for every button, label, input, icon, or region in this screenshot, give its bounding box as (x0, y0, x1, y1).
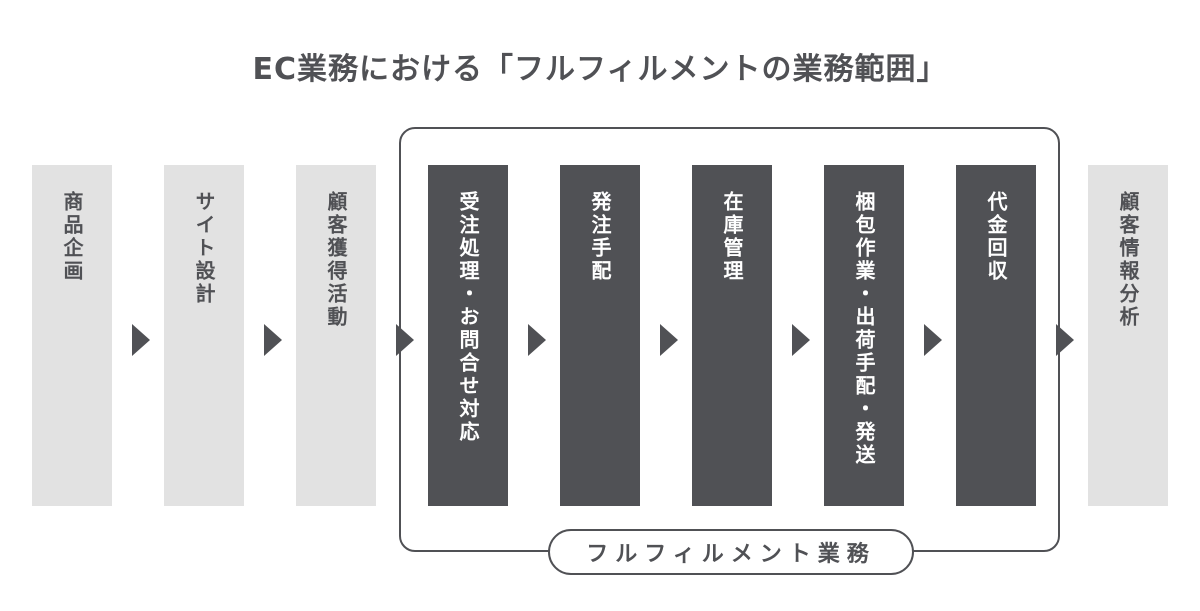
step-order-processing: 受注処理・お問合せ対応 (428, 165, 508, 506)
step-label: 代金回収 (984, 191, 1008, 283)
step-label: 顧客獲得活動 (324, 191, 348, 329)
step-packing-shipping: 梱包作業・出荷手配・発送 (824, 165, 904, 506)
arrow-right-icon (132, 324, 150, 356)
arrow-right-icon (792, 324, 810, 356)
arrow-right-icon (528, 324, 546, 356)
fulfillment-label: フルフィルメント業務 (548, 529, 914, 575)
step-customer-analysis: 顧客情報分析 (1088, 165, 1168, 506)
step-label: 梱包作業・出荷手配・発送 (852, 191, 876, 467)
step-label: 受注処理・お問合せ対応 (456, 191, 480, 444)
arrow-right-icon (264, 324, 282, 356)
step-label: 顧客情報分析 (1116, 191, 1140, 329)
step-label: 発注手配 (588, 191, 612, 283)
step-inventory-management: 在庫管理 (692, 165, 772, 506)
step-ordering: 発注手配 (560, 165, 640, 506)
step-site-design: サイト設計 (164, 165, 244, 506)
step-customer-acquisition: 顧客獲得活動 (296, 165, 376, 506)
arrow-right-icon (660, 324, 678, 356)
step-product-planning: 商品企画 (32, 165, 112, 506)
step-label: 商品企画 (60, 191, 84, 283)
step-label: 在庫管理 (720, 191, 744, 283)
arrow-right-icon (924, 324, 942, 356)
step-payment-collection: 代金回収 (956, 165, 1036, 506)
page-title: EC業務における「フルフィルメントの業務範囲」 (252, 52, 948, 87)
arrow-right-icon (396, 324, 414, 356)
arrow-right-icon (1056, 324, 1074, 356)
step-label: サイト設計 (192, 191, 216, 306)
